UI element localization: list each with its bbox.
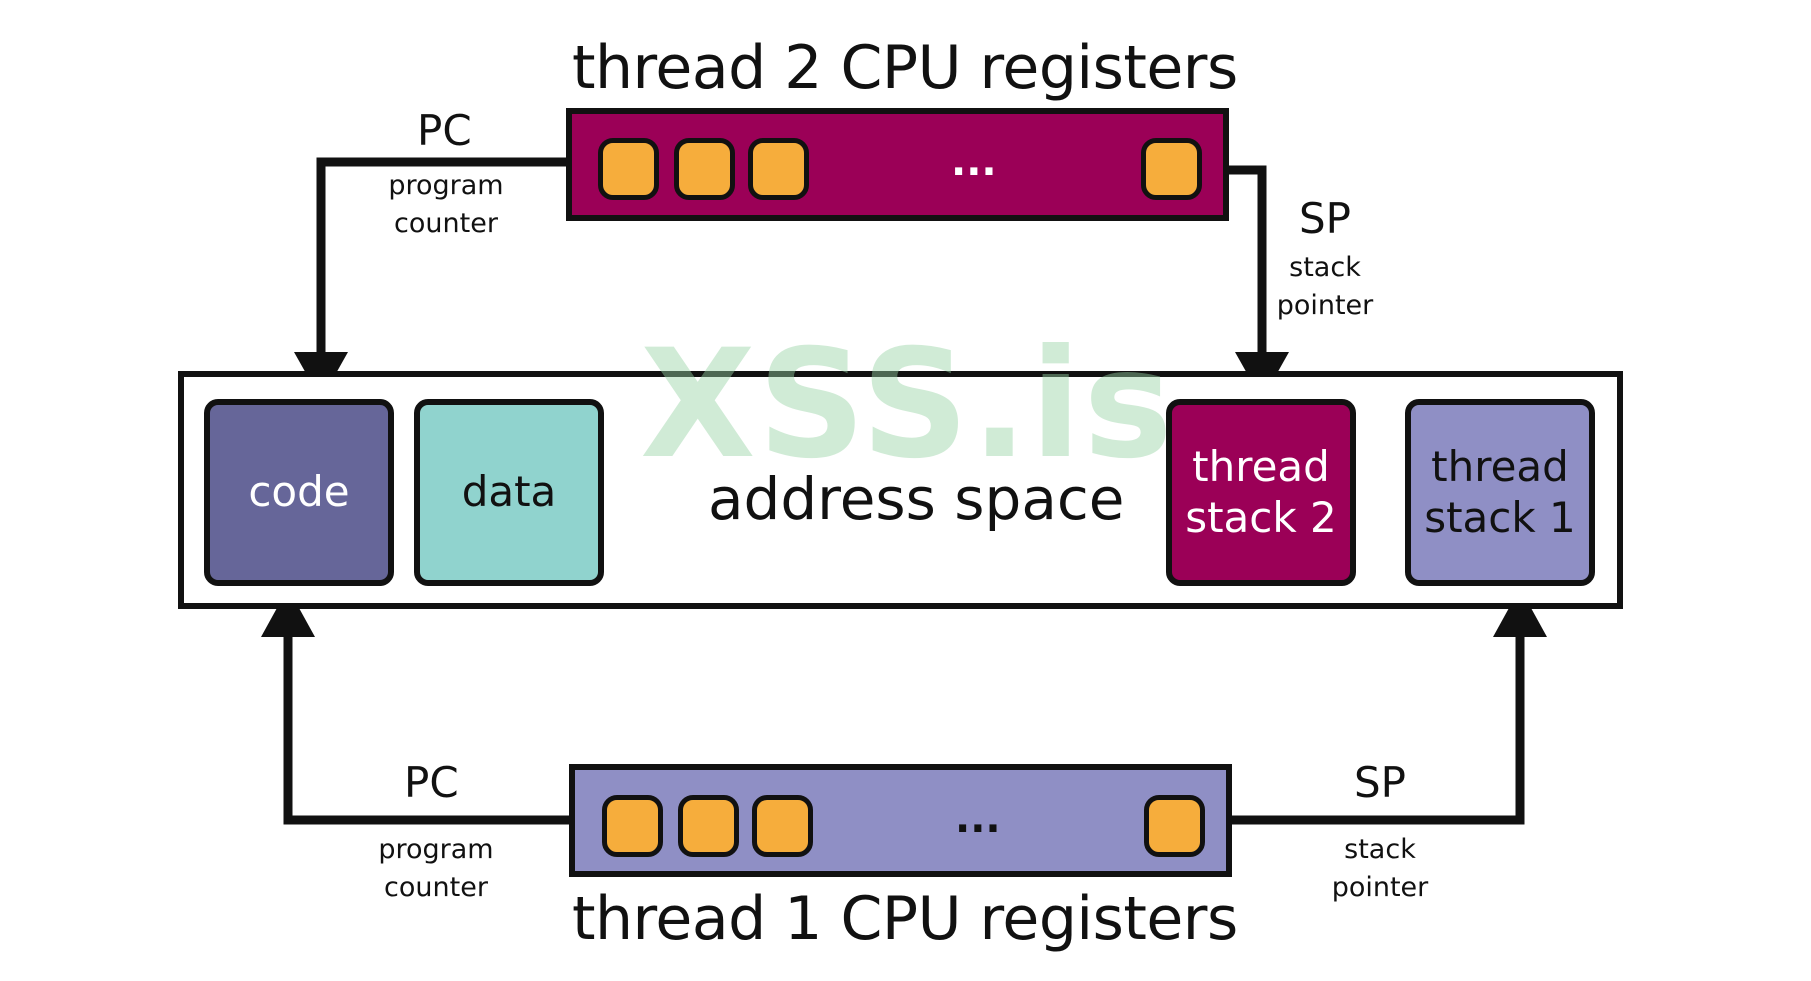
- thread1-sp-description: stack pointer: [1331, 834, 1429, 903]
- thread1-sp-arrow: [1210, 630, 1525, 825]
- thread-stack-2-line2: stack 2: [1185, 492, 1337, 542]
- thread2-register-1: [598, 138, 659, 200]
- address-space-label: address space: [708, 465, 1125, 533]
- thread-stack-1: thread stack 1: [1405, 399, 1595, 586]
- thread-stack-2-line1: thread: [1192, 442, 1330, 492]
- thread1-pc-arrow: [283, 630, 600, 825]
- thread1-sp-arrowhead: [1493, 588, 1547, 637]
- thread2-title: thread 2 CPU registers: [572, 33, 1238, 103]
- thread2-sp-description: stack pointer: [1276, 252, 1374, 321]
- thread2-register-3: [748, 138, 809, 200]
- thread2-ellipsis: ...: [951, 139, 997, 185]
- thread2-sp-label: SP: [1299, 194, 1351, 243]
- thread1-pc-label: PC: [404, 758, 459, 807]
- thread2-pc-description: program counter: [388, 170, 504, 239]
- watermark: XSS.is: [640, 318, 1175, 492]
- thread2-pc-arrow: [316, 157, 600, 360]
- thread1-register-2: [678, 795, 739, 857]
- code-segment: code: [204, 399, 394, 586]
- thread-stack-1-line1: thread: [1431, 442, 1569, 492]
- data-segment-label: data: [461, 467, 557, 517]
- code-segment-label: code: [248, 467, 350, 517]
- data-segment: data: [414, 399, 604, 586]
- thread1-register-last: [1144, 795, 1205, 857]
- thread1-register-3: [752, 795, 813, 857]
- thread1-register-bar: ...: [569, 764, 1232, 877]
- thread-stack-2: thread stack 2: [1166, 399, 1356, 586]
- thread1-pc-arrowhead: [261, 588, 315, 637]
- thread2-register-bar: ...: [566, 108, 1229, 221]
- thread1-ellipsis: ...: [955, 796, 1001, 842]
- thread1-sp-label: SP: [1354, 758, 1406, 807]
- thread1-title: thread 1 CPU registers: [572, 884, 1238, 954]
- thread1-pc-description: program counter: [378, 834, 494, 903]
- thread1-register-1: [602, 795, 663, 857]
- thread2-pc-label: PC: [417, 106, 472, 155]
- thread2-register-2: [674, 138, 735, 200]
- thread2-register-last: [1141, 138, 1202, 200]
- thread-stack-1-line2: stack 1: [1424, 492, 1576, 542]
